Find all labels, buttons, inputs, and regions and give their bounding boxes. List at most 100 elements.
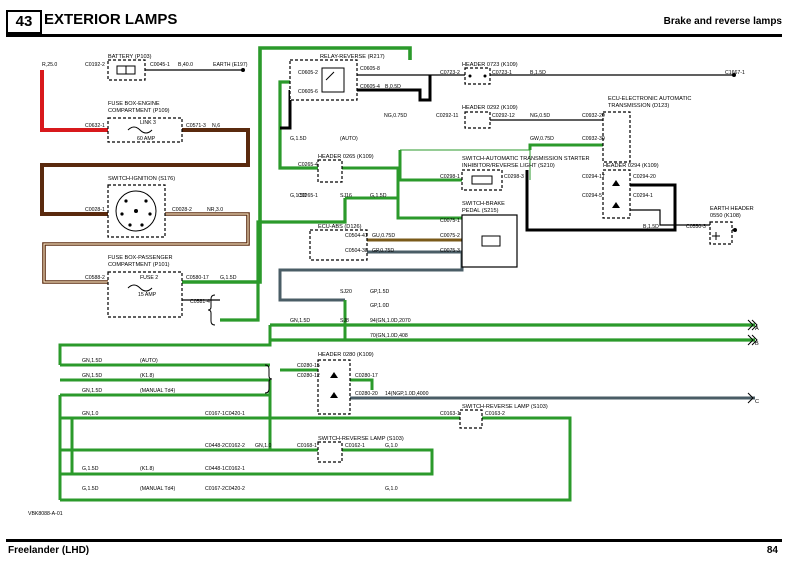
label-fuse-engine-1: FUSE BOX-ENGINE xyxy=(108,101,160,107)
wl-b15b: B,1.5D xyxy=(643,224,659,230)
wl-auto: (AUTO) xyxy=(340,136,358,142)
wl-c0167-2: C0167-2 xyxy=(205,486,225,492)
wl-earth-e197: EARTH (E197) xyxy=(213,62,248,68)
label-header-0723: HEADER 0723 (K109) xyxy=(462,62,518,68)
wl-sj20: SJ20 xyxy=(340,289,352,295)
wl-gn10: GN,1.0 xyxy=(82,411,99,417)
wire-black-relay-out xyxy=(357,75,432,102)
label-link-amp: 60 AMP xyxy=(137,136,156,142)
wl-c0162-2: C0162-2 xyxy=(225,443,245,449)
wl-c0448-2: C0448-2 xyxy=(205,443,225,449)
wl-g15: G,1.5D xyxy=(220,275,237,281)
label-header-0280: HEADER 0280 (K109) xyxy=(318,352,374,358)
footer-page-number: 84 xyxy=(766,545,778,556)
wl-c0075-3: C0075-3 xyxy=(440,248,460,254)
wl-c0280-20: C0280-20 xyxy=(355,391,378,397)
wl-c0168-1: C0168-1 xyxy=(297,443,317,449)
ref-c: C xyxy=(755,399,759,405)
label-battery: BATTERY (P103) xyxy=(108,54,152,60)
wl-c0265-4: C0265-4 xyxy=(298,162,318,168)
relay-reverse-component xyxy=(289,59,358,101)
wl-c0294-17: C0294-17 xyxy=(582,174,605,180)
wire-labels: R,25.0 C0192-2 C0045-1 B,40.0 EARTH (E19… xyxy=(28,62,759,517)
fuse-box-passenger-component xyxy=(107,271,220,318)
wl-g15c: G,1.5D xyxy=(290,193,307,199)
wl-c0420-1: C0420-1 xyxy=(225,411,245,417)
wl-c0588: C0588-2 xyxy=(85,275,105,281)
label-rev-lamp-2: SWITCH-REVERSE LAMP (S103) xyxy=(318,436,404,442)
wl-c0192: C0192-2 xyxy=(85,62,105,68)
wl-c0605-6: C0605-6 xyxy=(298,89,318,95)
wl-c0581-4: C0581-4 xyxy=(190,299,210,305)
wl-manual2: (MANUAL Td4) xyxy=(140,486,175,492)
bus-end-markers xyxy=(747,319,758,404)
label-starter-2: INHIBITOR/REVERSE LIGHT (S210) xyxy=(462,163,555,169)
wire-red-battery xyxy=(40,70,108,132)
wl-n6: N,6 xyxy=(212,123,220,129)
wl-gu075: GU,0.75D xyxy=(372,233,395,239)
battery-component xyxy=(107,59,146,81)
wl-gn15-3: GN,1.5D xyxy=(82,388,102,394)
label-ignition: SWITCH-IGNITION (S176) xyxy=(108,176,175,182)
wl-c0294-5: C0294-5 xyxy=(582,193,602,199)
brake-switch-component xyxy=(461,214,518,268)
page-subtitle: Brake and reverse lamps xyxy=(663,16,782,27)
label-fuse2-amp: 15 AMP xyxy=(138,292,157,298)
wl-r25: R,25.0 xyxy=(42,62,57,68)
label-fuse-engine-2: COMPARTMENT (P109) xyxy=(108,108,170,114)
wl-c0580-17: C0580-17 xyxy=(186,275,209,281)
header-0265-component xyxy=(317,159,343,183)
label-earth-header-1: EARTH HEADER xyxy=(710,206,754,212)
label-fuse2: FUSE 2 xyxy=(140,275,158,281)
starter-inhibitor-switch-component xyxy=(461,169,503,191)
label-earth-header-2: 0550 (K108) xyxy=(710,213,741,219)
wl-b05: B,0.5D xyxy=(385,84,401,90)
wl-gn15-a: GN,1.5D xyxy=(290,318,310,324)
page-number: 43 xyxy=(6,10,42,34)
wl-c0163-1: C0163-1 xyxy=(440,411,460,417)
ignition-switch-component xyxy=(107,184,166,238)
wl-c0298-3: C0298-3 xyxy=(504,174,524,180)
wl-gn15-1: GN,1.5D xyxy=(82,358,102,364)
wl-c0162-1b: C0162-1 xyxy=(225,466,245,472)
wl-c0075-2: C0075-2 xyxy=(440,233,460,239)
wl-gp075: GP,0.75D xyxy=(372,248,394,254)
label-brake-2: PEDAL (S215) xyxy=(462,208,499,214)
wl-c0605-2: C0605-2 xyxy=(298,70,318,76)
wl-s48: 94(GN,1.0D,2070 xyxy=(370,318,411,324)
footer-model: Freelander (LHD) xyxy=(8,545,90,556)
wl-k18: (K1.8) xyxy=(140,373,154,379)
wl-c0632: C0632-1 xyxy=(85,123,105,129)
wl-gw075: GW,0.75D xyxy=(530,136,554,142)
header-0294-component xyxy=(602,169,631,219)
wl-c0298: C0298-1 xyxy=(440,174,460,180)
wl-c0932-30: C0932-30 xyxy=(582,136,605,142)
label-ecu-abs: ECU-ABS (D126) xyxy=(318,224,362,230)
wl-c0605-4: C0605-4 xyxy=(360,84,380,90)
label-fuse-pass-2: COMPARTMENT (P101) xyxy=(108,262,170,268)
wl-ngo75: NG,0.75D xyxy=(384,113,407,119)
footer-line xyxy=(6,539,782,542)
wl-b40: B,40.0 xyxy=(178,62,193,68)
ecu-auto-transmission-component xyxy=(602,111,631,163)
wl-c0550: C0550-3 xyxy=(686,224,706,230)
header-0723-component xyxy=(464,67,736,85)
label-relay: RELAY-REVERSE (R217) xyxy=(320,54,385,60)
wire-green-main xyxy=(182,46,412,284)
label-rev-lamp-1: SWITCH-REVERSE LAMP (S103) xyxy=(462,404,548,410)
label-link: LINK 3 xyxy=(140,120,156,126)
earth-symbol-battery xyxy=(241,68,245,72)
reverse-lamp-switch-2-component xyxy=(317,441,343,463)
wl-g15b: G,1.5D xyxy=(290,136,307,142)
wl-c0448-1: C0448-1 xyxy=(205,466,225,472)
wl-c0294-1: C0294-1 xyxy=(633,193,653,199)
wl-c0280-15: C0280-15 xyxy=(297,363,320,369)
wl-gn10b: GN,1.0 xyxy=(255,443,272,449)
wl-g15f: G,1.5D xyxy=(82,486,99,492)
wl-sj8: SJ8 xyxy=(340,318,349,324)
wl-c0167-1: C0167-1 xyxy=(205,411,225,417)
wl-c0605-8: C0605-8 xyxy=(360,66,380,72)
label-header-0265: HEADER 0265 (K109) xyxy=(318,154,374,160)
wl-auto2: (AUTO) xyxy=(140,358,158,364)
